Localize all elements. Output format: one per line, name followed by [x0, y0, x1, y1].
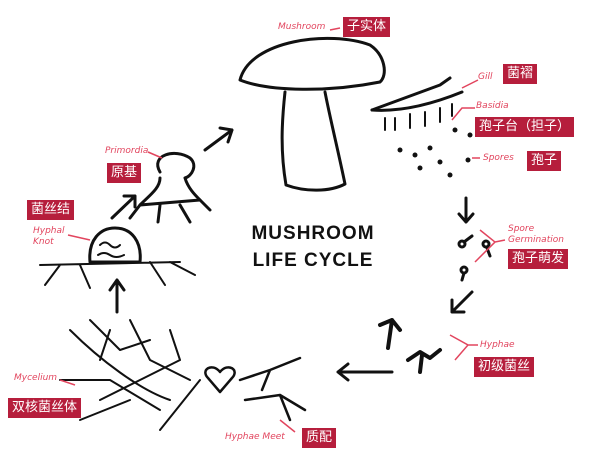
germination-en-label: Spore Germination — [508, 224, 564, 245]
basidia-zh-label: 孢子台（担子） — [475, 117, 575, 137]
label-leader-lines — [59, 27, 506, 433]
gill-en-label: Gill — [478, 72, 493, 82]
arrow-germination-to-hyphae — [450, 290, 474, 314]
hyphae-meet-zh-label: 质配 — [302, 428, 337, 448]
title-line-2: LIFE CYCLE — [252, 250, 374, 271]
hyphal-knot-en-label: Hyphal Knot — [33, 226, 65, 247]
arrow-primordia-to-mushroom — [203, 126, 234, 152]
gill-zh-label: 菌褶 — [503, 64, 538, 84]
hyphal-knot-zh-label: 菌丝结 — [27, 200, 75, 220]
spores-dots — [397, 127, 473, 178]
diagram-title: MUSHROOM LIFE CYCLE — [228, 220, 398, 274]
arrow-hyphae-to-meet — [336, 362, 394, 382]
arrow-mycelium-up — [108, 278, 126, 314]
mycelium-en-label: Mycelium — [14, 373, 58, 383]
mushroom-en-label: Mushroom — [278, 22, 326, 32]
hyphae-zh-label: 初级菌丝 — [474, 357, 535, 377]
mushroom-zh-label: 子实体 — [343, 17, 391, 37]
mushroom-illustration — [238, 36, 464, 192]
hyphae-en-label: Hyphae — [480, 340, 515, 350]
primordia-zh-label: 原基 — [107, 163, 142, 183]
basidia-en-label: Basidia — [476, 101, 509, 111]
primordia-en-label: Primordia — [105, 146, 149, 156]
germination-zh-label: 孢子萌发 — [508, 249, 569, 269]
hyphae-meet-en-label: Hyphae Meet — [225, 432, 285, 442]
arrow-spores-down — [457, 196, 475, 224]
primordia-illustration — [128, 152, 212, 224]
spores-zh-label: 孢子 — [527, 151, 562, 171]
mycelium-zh-label: 双核菌丝体 — [8, 398, 82, 418]
hyphae-meet-illustration — [204, 356, 307, 422]
spores-en-label: Spores — [483, 153, 514, 163]
basidia-illustration — [384, 103, 453, 131]
title-line-1: MUSHROOM — [251, 223, 375, 244]
hyphal-knot-illustration — [39, 226, 196, 289]
hyphae-illustration — [378, 318, 442, 374]
arrow-knot-to-primordia — [110, 194, 137, 220]
mycelium-illustration — [59, 319, 201, 431]
germinating-spores-illustration — [457, 234, 492, 282]
